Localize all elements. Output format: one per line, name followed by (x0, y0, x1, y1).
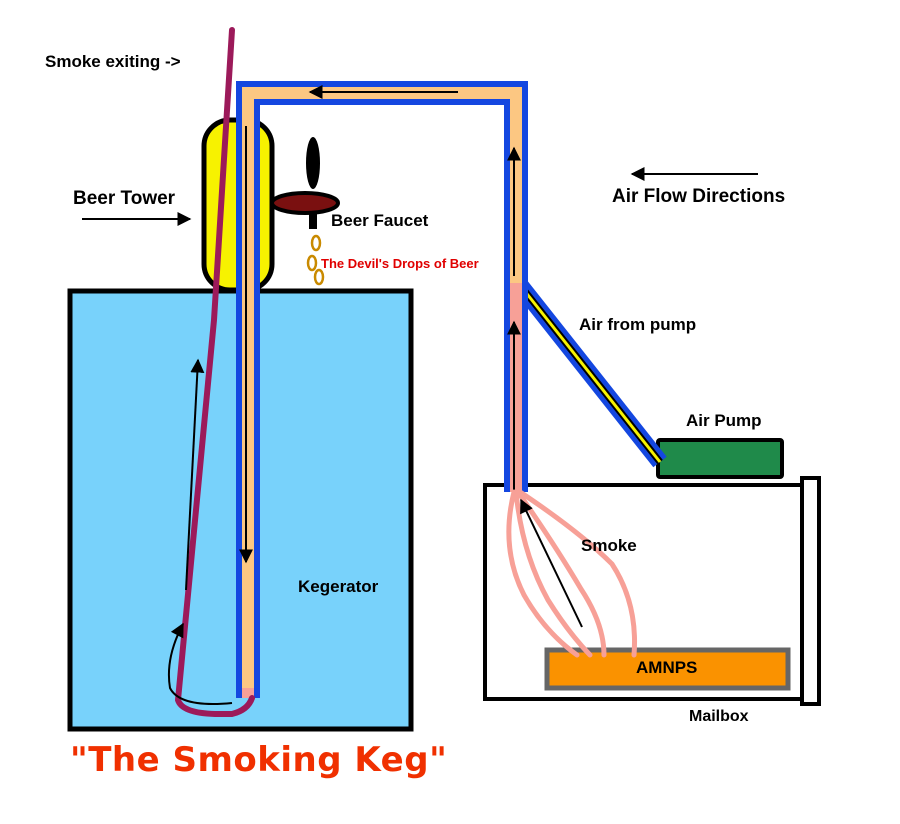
smoke-rising-arrow (520, 498, 583, 628)
kegerator-upflow-arrow (185, 358, 205, 591)
kegerator-label: Kegerator (298, 577, 379, 596)
smoke-wisps (506, 489, 637, 658)
beer-tower-label: Beer Tower (73, 188, 176, 209)
amnps-label: AMNPS (636, 658, 698, 677)
air-pump-label: Air Pump (686, 411, 762, 430)
smoke-label: Smoke (581, 536, 637, 555)
beer-faucet-icon (270, 137, 340, 229)
beer-faucet-label: Beer Faucet (331, 211, 429, 230)
kegerator-curve-arrow (167, 622, 233, 705)
air-flow-directions-label: Air Flow Directions (612, 186, 786, 207)
air-pump-box (656, 438, 784, 479)
diagram-title: "The Smoking Keg" (70, 740, 448, 780)
smoke-exiting-label: Smoke exiting -> (45, 52, 181, 71)
devils-drops-label: The Devil's Drops of Beer (321, 256, 479, 271)
air-line-core (514, 279, 662, 463)
smoke-exit-tube (175, 27, 255, 717)
air-from-pump-label: Air from pump (579, 315, 697, 334)
beer-drops (306, 234, 325, 286)
amnps-tray (544, 647, 791, 691)
mailbox-door (800, 476, 821, 706)
mailbox-label: Mailbox (689, 708, 749, 725)
